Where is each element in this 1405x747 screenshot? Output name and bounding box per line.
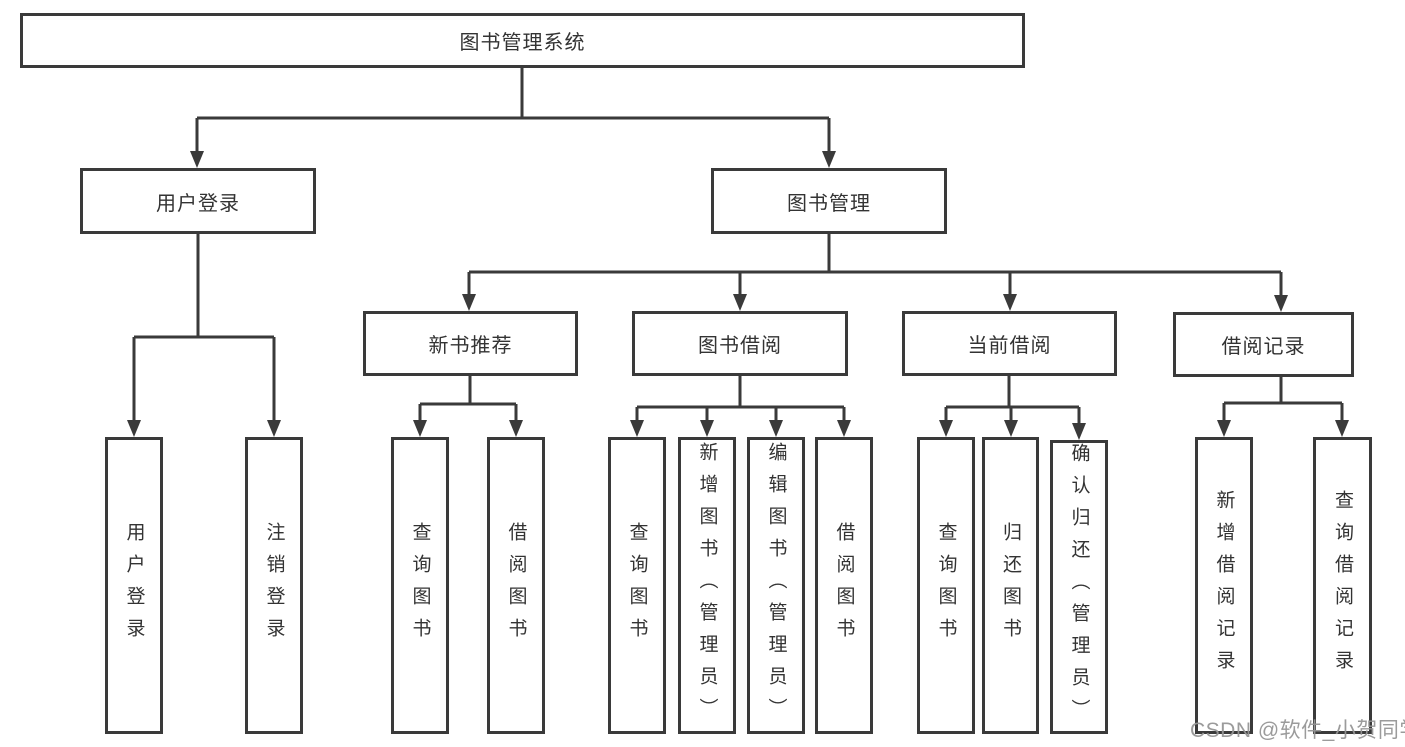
arrowhead-icon <box>769 420 783 437</box>
arrowhead-icon <box>509 420 523 437</box>
arrowhead-icon <box>837 420 851 437</box>
node-book-borrowing: 图书借阅 <box>632 311 848 376</box>
leaf-borrow-add-label: 新增图书（管理员） <box>696 441 718 730</box>
leaf-logout: 注销登录 <box>245 437 303 734</box>
leaf-newbooks-borrow: 借阅图书 <box>487 437 545 734</box>
arrowhead-icon <box>413 420 427 437</box>
csdn-watermark: CSDN @软件_小贺同学 <box>1190 719 1405 742</box>
arrowhead-icon <box>1072 423 1086 440</box>
arrowhead-icon <box>1335 420 1349 437</box>
leaf-current-query: 查询图书 <box>917 437 975 734</box>
leaf-current-confirm-return-label: 确认归还（管理员） <box>1068 443 1090 731</box>
leaf-user-login: 用户登录 <box>105 437 163 734</box>
leaf-user-login-label: 用户登录 <box>123 521 145 650</box>
leaf-newbooks-query-label: 查询图书 <box>409 521 431 650</box>
node-user-login: 用户登录 <box>80 168 316 234</box>
leaf-borrow-edit-label: 编辑图书（管理员） <box>765 441 787 730</box>
node-borrowing-records: 借阅记录 <box>1173 312 1354 377</box>
leaf-newbooks-borrow-label: 借阅图书 <box>505 521 527 650</box>
leaf-records-add: 新增借阅记录 <box>1195 437 1253 734</box>
node-current-borrowing: 当前借阅 <box>902 311 1117 376</box>
leaf-current-query-label: 查询图书 <box>935 521 957 650</box>
arrowhead-icon <box>267 420 281 437</box>
arrowhead-icon <box>462 294 476 311</box>
leaf-borrow-query: 查询图书 <box>608 437 666 734</box>
node-new-book-recommend: 新书推荐 <box>363 311 578 376</box>
node-borrowing-records-label: 借阅记录 <box>1221 336 1306 358</box>
arrowhead-icon <box>733 294 747 311</box>
arrowhead-icon <box>1274 295 1288 312</box>
node-root-label: 图书管理系统 <box>459 32 586 54</box>
leaf-logout-label: 注销登录 <box>263 521 285 650</box>
arrowhead-icon <box>1004 420 1018 437</box>
leaf-borrow-borrow: 借阅图书 <box>815 437 873 734</box>
node-current-borrowing-label: 当前借阅 <box>967 335 1052 357</box>
arrowhead-icon <box>822 151 836 168</box>
arrowhead-icon <box>630 420 644 437</box>
arrowhead-icon <box>1217 420 1231 437</box>
leaf-records-add-label: 新增借阅记录 <box>1213 489 1235 682</box>
leaf-borrow-borrow-label: 借阅图书 <box>833 521 855 650</box>
node-book-management-label: 图书管理 <box>787 192 871 215</box>
leaf-records-query: 查询借阅记录 <box>1313 437 1372 734</box>
leaf-records-query-label: 查询借阅记录 <box>1332 489 1353 682</box>
node-root: 图书管理系统 <box>20 13 1025 68</box>
node-book-borrowing-label: 图书借阅 <box>698 335 782 357</box>
leaf-current-return-label: 归还图书 <box>1000 521 1021 650</box>
leaf-current-confirm-return: 确认归还（管理员） <box>1050 440 1108 734</box>
leaf-borrow-edit: 编辑图书（管理员） <box>747 437 805 734</box>
arrowhead-icon <box>127 420 141 437</box>
leaf-borrow-query-label: 查询图书 <box>626 521 648 650</box>
arrowhead-icon <box>190 151 204 168</box>
arrowhead-icon <box>939 420 953 437</box>
arrowhead-icon <box>1003 294 1017 311</box>
leaf-borrow-add: 新增图书（管理员） <box>678 437 736 734</box>
arrowhead-icon <box>700 420 714 437</box>
node-user-login-label: 用户登录 <box>156 192 240 215</box>
node-new-book-recommend-label: 新书推荐 <box>428 335 513 357</box>
leaf-current-return: 归还图书 <box>982 437 1039 734</box>
node-book-management: 图书管理 <box>711 168 947 234</box>
leaf-newbooks-query: 查询图书 <box>391 437 449 734</box>
